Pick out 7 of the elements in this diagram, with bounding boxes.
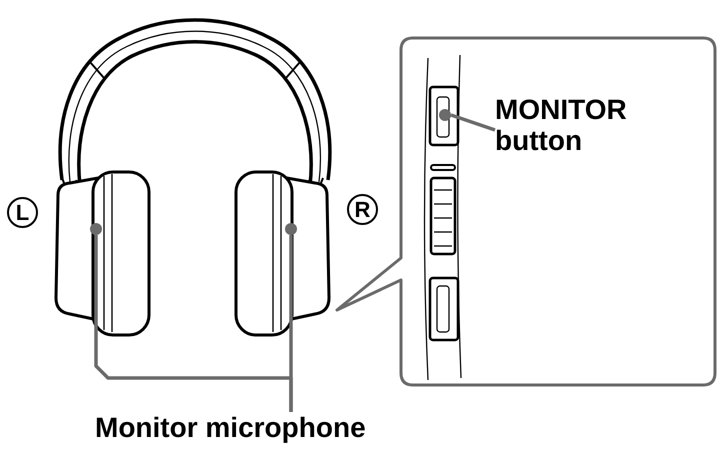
leader-line — [450, 113, 496, 132]
callout-label: Monitor microphone — [95, 412, 415, 452]
leader-line — [289, 235, 293, 412]
callout-label: MONITOR button — [495, 94, 665, 166]
side-marker: R — [347, 194, 378, 225]
inset-panel — [335, 36, 718, 388]
side-marker: L — [7, 197, 38, 228]
